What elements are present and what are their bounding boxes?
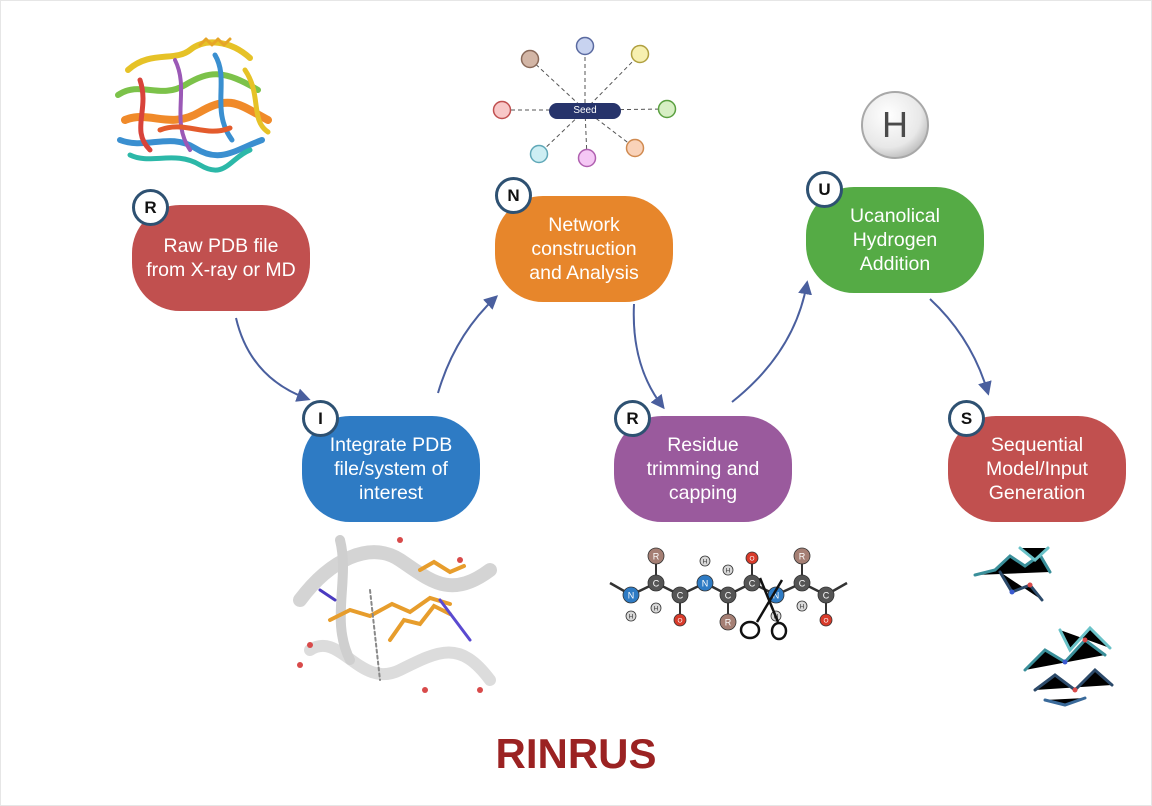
step-raw-pdb: Raw PDB file from X-ray or MD: [132, 205, 310, 311]
peptide-atom-label: C: [653, 579, 660, 589]
peptide-atom: [699, 555, 711, 567]
step-label: Raw PDB file from X-ray or MD: [146, 235, 296, 281]
peptide-atom-label: O: [749, 556, 754, 563]
peptide-atom: [793, 574, 811, 592]
peptide-atom-label: R: [725, 618, 732, 628]
peptide-atom: [719, 586, 737, 604]
peptide-atom: [696, 574, 714, 592]
peptide-atom: [743, 574, 761, 592]
peptide-atom-label: N: [702, 579, 709, 589]
peptide-atom-label: C: [749, 579, 756, 589]
peptide-atom-label: C: [677, 591, 684, 601]
seed-box: [549, 103, 621, 119]
network-node: [575, 36, 595, 56]
peptide-atom: [793, 547, 811, 565]
peptide-atom-label: H: [726, 568, 731, 575]
step-badge-n: N: [495, 177, 532, 214]
step-model-generation: Sequential Model/Input Generation: [948, 416, 1126, 522]
peptide-atom-label: R: [799, 552, 806, 562]
step-label: Network construction and Analysis: [529, 214, 639, 284]
step-label: Integrate PDB file/system of interest: [329, 434, 453, 504]
peptide-atom: [796, 600, 808, 612]
peptide-atom-label: H: [629, 614, 634, 621]
peptide-atom: [817, 586, 835, 604]
peptide-atom-label: N: [773, 591, 780, 601]
peptide-atom-label: H: [654, 606, 659, 613]
peptide-atom-label: C: [823, 591, 830, 601]
peptide-atom: [625, 610, 637, 622]
peptide-atom-label: O: [823, 618, 828, 625]
diagram-title: RINRUS: [495, 730, 657, 777]
arrow-step5-to-step6: [929, 298, 992, 396]
step-residue-trimming: Residue trimming and capping: [614, 416, 792, 522]
step-badge-s: S: [948, 400, 985, 437]
peptide-atom-label: C: [725, 591, 732, 601]
peptide-atom: [650, 602, 662, 614]
peptide-atom-label: R: [653, 552, 660, 562]
step-label: Residue trimming and capping: [646, 434, 760, 504]
step-badge-r2: R: [614, 400, 651, 437]
peptide-atom-label: H: [703, 559, 708, 566]
peptide-atom: [819, 613, 833, 627]
peptide-atom-label: N: [628, 591, 635, 601]
network-node: [529, 144, 549, 164]
step-network-analysis: Network construction and Analysis: [495, 196, 673, 302]
peptide-atom: [745, 551, 759, 565]
peptide-atom: [647, 547, 665, 565]
peptide-atom-label: O: [677, 618, 682, 625]
peptide-atom-label: H: [800, 604, 805, 611]
arrow-step3-to-step4: [632, 303, 665, 410]
network-node: [577, 148, 597, 168]
seed-label: Seed: [573, 105, 597, 116]
step-label: Ucanolical Hydrogen Addition: [850, 205, 940, 275]
arrow-step2-to-step3: [437, 295, 499, 394]
step-label: Sequential Model/Input Generation: [986, 434, 1088, 504]
step-integrate-pdb: Integrate PDB file/system of interest: [302, 416, 480, 522]
peptide-atom: [722, 564, 734, 576]
peptide-atom: [673, 613, 687, 627]
peptide-atom: [719, 613, 737, 631]
network-node: [657, 99, 677, 119]
step-hydrogen-addition: Ucanolical Hydrogen Addition: [806, 187, 984, 293]
peptide-atom-label: C: [799, 579, 806, 589]
network-node: [630, 44, 650, 64]
peptide-atom: [671, 586, 689, 604]
arrow-step1-to-step2: [235, 317, 311, 402]
arrow-step4-to-step5: [731, 280, 812, 403]
peptide-atom: [622, 586, 640, 604]
step-badge-u: U: [806, 171, 843, 208]
step-badge-r: R: [132, 189, 169, 226]
peptide-atom: [647, 574, 665, 592]
step-badge-i: I: [302, 400, 339, 437]
network-node: [492, 100, 512, 120]
hydrogen-symbol: H: [882, 104, 908, 145]
network-node: [520, 49, 540, 69]
network-node: [625, 138, 645, 158]
